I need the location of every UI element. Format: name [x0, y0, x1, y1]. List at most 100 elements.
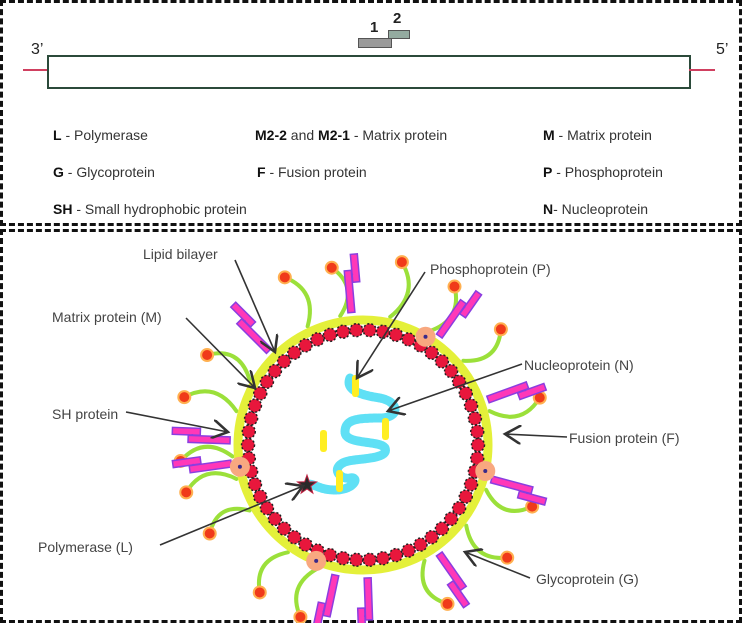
genome-backbone: [47, 55, 691, 89]
matrix-protein-bead: [463, 398, 479, 413]
polymerase-star: [296, 473, 318, 495]
fusion-protein: [489, 475, 548, 506]
glycoprotein-stalk: [464, 523, 510, 560]
matrix-protein-bead: [298, 537, 313, 552]
matrix-protein-bead: [469, 424, 485, 439]
matrix-protein-bead: [240, 437, 256, 453]
glycoprotein-head: [447, 279, 462, 294]
label-glycoprotein: Glycoprotein (G): [536, 571, 639, 587]
matrix-protein-bead: [259, 374, 275, 390]
matrix-protein-bead: [335, 324, 351, 339]
matrix-protein-bead: [401, 332, 416, 347]
polymerase-arrow: [159, 486, 303, 546]
five-prime-label: 5’: [716, 41, 729, 58]
matrix-protein-bead: [467, 411, 483, 426]
fusion-protein: [356, 577, 374, 623]
glycoprotein-head: [324, 260, 339, 275]
matrix-protein-bead: [375, 551, 391, 566]
phosphoprotein: [382, 418, 389, 440]
lipid-bilayer-arrow: [234, 259, 275, 352]
label-matrix-protein: Matrix protein (M): [52, 309, 162, 325]
label-lipid-bilayer: Lipid bilayer: [143, 246, 218, 262]
fusion-arrow: [505, 434, 568, 437]
legend-p: P - Phosphoprotein: [543, 164, 663, 180]
label-polymerase: Polymerase (L): [38, 539, 133, 555]
glycoprotein-stalk: [294, 566, 321, 619]
matrix-protein-bead: [349, 552, 364, 568]
matrix-protein-bead: [252, 386, 268, 401]
glycoprotein-stalk: [207, 506, 252, 536]
label-nucleoprotein: Nucleoprotein (N): [524, 357, 634, 373]
matrix-arrow: [185, 317, 255, 388]
label-fusion-protein: Fusion protein (F): [569, 430, 680, 446]
glycoprotein-head: [440, 596, 455, 611]
glycoprotein-stalk: [282, 275, 312, 329]
matrix-protein-bead: [470, 437, 486, 453]
left-tail-line: [23, 69, 49, 71]
matrix-protein-bead: [424, 345, 439, 361]
sh-protein-core: [423, 334, 428, 339]
glycoprotein-head: [200, 348, 215, 362]
matrix-protein-bead: [335, 551, 351, 566]
matrix-protein-bead: [451, 500, 467, 516]
glyco-arrow: [465, 552, 531, 579]
fusion-protein: [343, 252, 361, 314]
lipid-bilayer: [233, 315, 493, 575]
matrix-protein-bead: [287, 529, 302, 545]
glycoprotein-head: [252, 585, 267, 600]
glycoprotein-stalk: [182, 389, 239, 414]
glycoprotein-stalk: [388, 260, 411, 319]
matrix-protein-bead: [267, 363, 283, 379]
fusion-protein: [435, 289, 483, 340]
m2-1-overlap-bar: [358, 38, 392, 48]
matrix-protein-bead: [458, 489, 474, 504]
matrix-protein-bead: [424, 529, 439, 545]
phosphoprotein: [336, 470, 343, 492]
glycoprotein-stalk: [461, 327, 503, 363]
matrix-protein-bead: [276, 521, 292, 536]
nucleo-arrow: [388, 363, 523, 411]
sh-protein-core: [314, 558, 319, 563]
matrix-protein-bead: [388, 547, 404, 563]
glycoprotein-head: [179, 485, 194, 500]
virion-panel: [0, 229, 742, 623]
fusion-protein: [311, 573, 340, 623]
glycoprotein-head: [202, 526, 217, 541]
legend-n: N- Nucleoprotein: [543, 201, 649, 217]
m2-2-label: 2: [393, 10, 402, 27]
three-prime-label: 3’: [31, 41, 44, 58]
matrix-protein-bead: [443, 511, 459, 527]
fusion-protein: [435, 550, 471, 609]
legend-sh: SH - Small hydrophobic protein: [53, 201, 247, 217]
matrix-protein-bead: [276, 354, 292, 369]
right-tail-line: [689, 69, 715, 71]
phospho-arrow: [357, 271, 426, 378]
matrix-protein-bead: [267, 511, 283, 527]
matrix-protein-bead: [322, 327, 338, 343]
matrix-protein-bead: [458, 386, 474, 401]
glycoprotein-stalk: [184, 471, 239, 495]
glycoprotein-head: [500, 550, 515, 565]
label-phosphoprotein: Phosphoprotein (P): [430, 261, 551, 277]
m2-2-overlap-bar: [388, 30, 410, 39]
legend-m: M - Matrix protein: [543, 127, 652, 143]
matrix-protein-bead: [247, 477, 263, 492]
matrix-protein-bead: [287, 345, 302, 361]
fusion-protein: [485, 380, 548, 404]
glycoprotein-head: [493, 322, 508, 337]
legend-g: G - Glycoprotein: [53, 164, 155, 180]
glycoprotein-head: [394, 255, 409, 270]
matrix-protein-bead: [463, 477, 479, 492]
genome-panel: 3’ 5’ 1 2 NPMFM2SHGL L - Polymerase M2-2…: [0, 0, 742, 226]
matrix-protein-bead: [362, 322, 377, 338]
matrix-protein-bead: [259, 500, 275, 516]
label-sh-protein: SH protein: [52, 406, 119, 422]
matrix-protein-bead: [241, 424, 257, 439]
legend-l: L - Polymerase: [53, 127, 148, 143]
matrix-protein-bead: [362, 552, 377, 568]
matrix-protein-bead: [322, 547, 338, 563]
legend-m2: M2-2 and M2-1 - Matrix protein: [255, 127, 448, 143]
matrix-protein-bead: [434, 521, 450, 536]
matrix-protein-bead: [243, 411, 259, 426]
